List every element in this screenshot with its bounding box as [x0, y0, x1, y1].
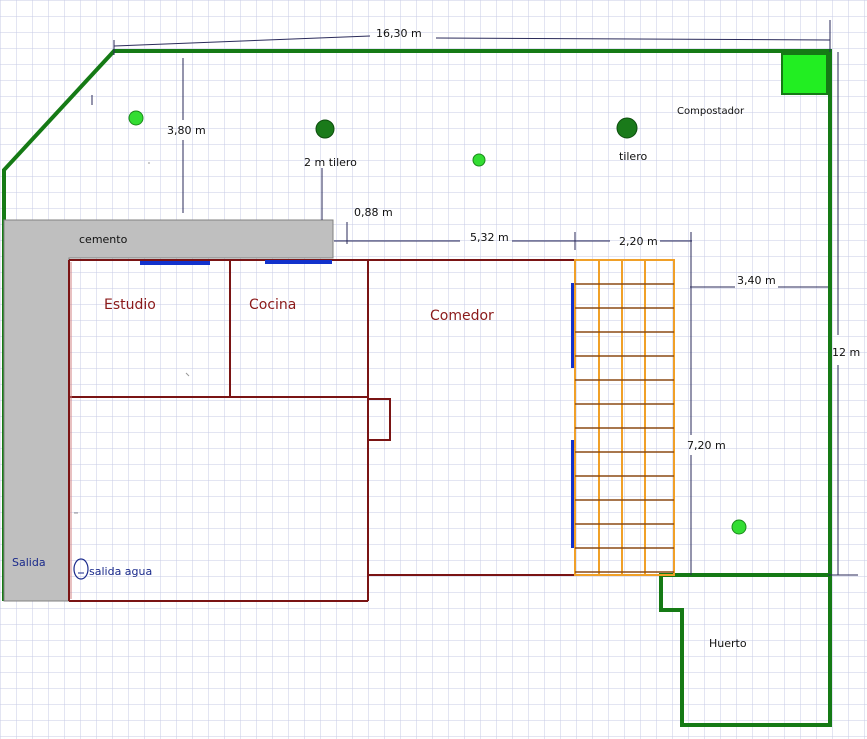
compost-bin — [781, 53, 828, 95]
cement-paving — [3, 219, 334, 602]
label-compostador: Compostador — [677, 106, 745, 117]
dim-total-height: 12 m — [832, 346, 860, 359]
dim-total-width: 16,30 m — [376, 27, 422, 40]
pergola-lattice — [574, 259, 675, 576]
label-estudio: Estudio — [104, 297, 156, 313]
label-cocina: Cocina — [249, 297, 296, 313]
label-salida: Salida — [12, 556, 46, 569]
label-tilero-left: 2 m tilero — [304, 156, 357, 169]
dim-side-gap: 3,40 m — [737, 274, 776, 287]
windows — [140, 260, 575, 548]
label-cemento: cemento — [79, 233, 128, 246]
dim-pergola-height: 7,20 m — [687, 439, 726, 452]
dim-comedor-width: 5,32 m — [470, 231, 509, 244]
water-outlet-icon — [73, 558, 89, 580]
small-marks — [74, 162, 190, 514]
label-huerto: Huerto — [709, 637, 747, 650]
dimension-lines — [91, 20, 858, 576]
dim-gap: 0,88 m — [354, 206, 393, 219]
label-tilero-right: tilero — [619, 150, 647, 163]
tree-large-2 — [616, 117, 638, 139]
pergola-crossbars — [575, 283, 674, 573]
label-comedor: Comedor — [430, 308, 494, 324]
tree-large-1 — [315, 119, 335, 139]
tree-small-3 — [731, 519, 747, 535]
tree-small-1 — [128, 110, 144, 126]
tree-small-2 — [472, 153, 486, 167]
dim-pergola-width: 2,20 m — [619, 235, 658, 248]
label-salida-agua: salida agua — [89, 565, 152, 578]
house-walls — [68, 259, 575, 602]
dim-depth-front: 3,80 m — [167, 124, 206, 137]
